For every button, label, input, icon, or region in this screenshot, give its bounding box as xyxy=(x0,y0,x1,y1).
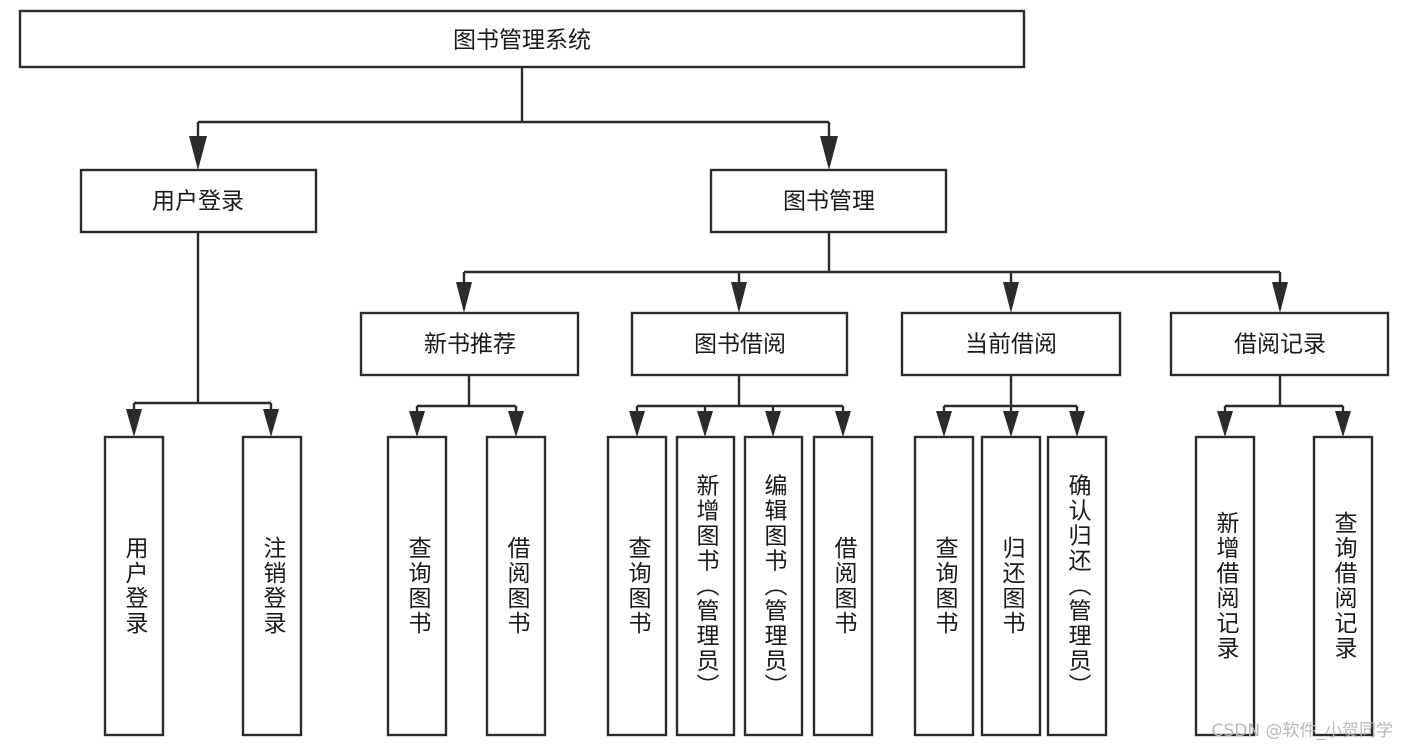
node-leaf-edit-book[interactable]: 编辑图书（管理员） xyxy=(743,435,804,737)
arrow-head-leaf-query-book-3 xyxy=(936,411,952,437)
connector-layer xyxy=(126,67,1351,437)
node-leaf-logout-login-label: 注销登录 xyxy=(259,536,287,636)
node-leaf-query-book-3[interactable]: 查询图书 xyxy=(913,435,975,737)
node-leaf-user-login[interactable]: 用户登录 xyxy=(103,435,165,737)
arrow-head-leaf-query-record xyxy=(1335,411,1351,437)
node-user-login-label: 用户登录 xyxy=(152,189,244,215)
node-leaf-query-book-3-box[interactable] xyxy=(913,435,975,737)
arrow-head-leaf-user-login xyxy=(126,409,142,437)
node-leaf-confirm-return-box[interactable] xyxy=(1046,435,1108,737)
node-leaf-borrow-book-1-box[interactable] xyxy=(485,435,547,737)
node-book-borrow[interactable]: 图书借阅 xyxy=(630,311,849,377)
node-leaf-query-book-3-label: 查询图书 xyxy=(931,536,959,636)
node-leaf-logout-login-box[interactable] xyxy=(241,435,303,737)
node-leaf-query-book-2[interactable]: 查询图书 xyxy=(606,435,668,737)
node-leaf-edit-book-box[interactable] xyxy=(743,435,804,737)
node-leaf-borrow-book-2-label: 借阅图书 xyxy=(830,536,858,636)
arrow-head-leaf-confirm-return xyxy=(1069,411,1085,437)
node-leaf-add-book-label: 新增图书（管理员） xyxy=(692,474,720,699)
node-leaf-add-book-box[interactable] xyxy=(675,435,736,737)
arrow-head-leaf-borrow-book-2 xyxy=(835,411,851,437)
node-new-book-recommend-box[interactable] xyxy=(359,311,580,377)
node-user-login-box[interactable] xyxy=(79,168,318,234)
node-current-borrow-box[interactable] xyxy=(900,311,1122,377)
arrow-head-user-login xyxy=(189,136,207,170)
arrow-head-leaf-add-book xyxy=(697,411,713,437)
node-borrow-record[interactable]: 借阅记录 xyxy=(1169,311,1390,377)
arrow-head-leaf-edit-book xyxy=(765,411,781,437)
node-new-book-recommend-label: 新书推荐 xyxy=(424,332,516,358)
node-leaf-user-login-label: 用户登录 xyxy=(121,536,149,636)
node-leaf-query-record[interactable]: 查询借阅记录 xyxy=(1312,435,1374,737)
node-leaf-query-book-2-box[interactable] xyxy=(606,435,668,737)
node-leaf-return-book[interactable]: 归还图书 xyxy=(980,435,1042,737)
node-leaf-borrow-book-1-label: 借阅图书 xyxy=(503,536,531,636)
node-borrow-record-label: 借阅记录 xyxy=(1234,332,1326,358)
arrow-head-leaf-logout-login xyxy=(263,409,279,437)
node-leaf-borrow-book-2[interactable]: 借阅图书 xyxy=(812,435,874,737)
node-leaf-confirm-return-label: 确认归还（管理员） xyxy=(1064,474,1092,699)
node-leaf-query-record-label: 查询借阅记录 xyxy=(1330,511,1358,661)
node-leaf-add-record[interactable]: 新增借阅记录 xyxy=(1194,435,1256,737)
arrow-head-borrow-record xyxy=(1272,282,1288,313)
node-book-management[interactable]: 图书管理 xyxy=(709,168,948,234)
node-book-management-label: 图书管理 xyxy=(783,189,875,215)
arrow-head-book-management xyxy=(820,136,838,170)
node-leaf-add-record-box[interactable] xyxy=(1194,435,1256,737)
node-leaf-add-book[interactable]: 新增图书（管理员） xyxy=(675,435,736,737)
node-new-book-recommend[interactable]: 新书推荐 xyxy=(359,311,580,377)
node-leaf-borrow-book-1[interactable]: 借阅图书 xyxy=(485,435,547,737)
arrow-head-leaf-add-record xyxy=(1217,411,1233,437)
node-book-borrow-label: 图书借阅 xyxy=(694,332,786,358)
node-leaf-query-book-2-label: 查询图书 xyxy=(624,536,652,636)
node-leaf-query-book-1[interactable]: 查询图书 xyxy=(386,435,448,737)
arrow-head-current-borrow xyxy=(1003,282,1019,313)
node-leaf-return-book-box[interactable] xyxy=(980,435,1042,737)
node-root[interactable]: 图书管理系统 xyxy=(18,9,1026,69)
arrow-head-leaf-query-book-2 xyxy=(629,411,645,437)
node-book-management-box[interactable] xyxy=(709,168,948,234)
node-leaf-edit-book-label: 编辑图书（管理员） xyxy=(760,474,788,699)
node-root-label: 图书管理系统 xyxy=(453,28,591,54)
arrow-head-book-borrow xyxy=(731,282,747,313)
node-root-box[interactable] xyxy=(18,9,1026,69)
node-leaf-query-book-1-label: 查询图书 xyxy=(404,536,432,636)
node-current-borrow[interactable]: 当前借阅 xyxy=(900,311,1122,377)
node-current-borrow-label: 当前借阅 xyxy=(965,332,1057,358)
node-leaf-return-book-label: 归还图书 xyxy=(998,536,1026,636)
arrow-head-leaf-return-book xyxy=(1003,411,1019,437)
node-user-login[interactable]: 用户登录 xyxy=(79,168,318,234)
node-book-borrow-box[interactable] xyxy=(630,311,849,377)
node-leaf-borrow-book-2-box[interactable] xyxy=(812,435,874,737)
node-leaf-query-record-box[interactable] xyxy=(1312,435,1374,737)
node-leaf-add-record-label: 新增借阅记录 xyxy=(1212,511,1240,661)
node-leaf-logout-login[interactable]: 注销登录 xyxy=(241,435,303,737)
arrow-head-leaf-borrow-book-1 xyxy=(508,411,524,437)
arrow-head-leaf-query-book-1 xyxy=(409,411,425,437)
node-borrow-record-box[interactable] xyxy=(1169,311,1390,377)
node-leaf-user-login-box[interactable] xyxy=(103,435,165,737)
node-leaf-confirm-return[interactable]: 确认归还（管理员） xyxy=(1046,435,1108,737)
node-leaf-query-book-1-box[interactable] xyxy=(386,435,448,737)
arrow-head-new-book-recommend xyxy=(456,282,472,313)
